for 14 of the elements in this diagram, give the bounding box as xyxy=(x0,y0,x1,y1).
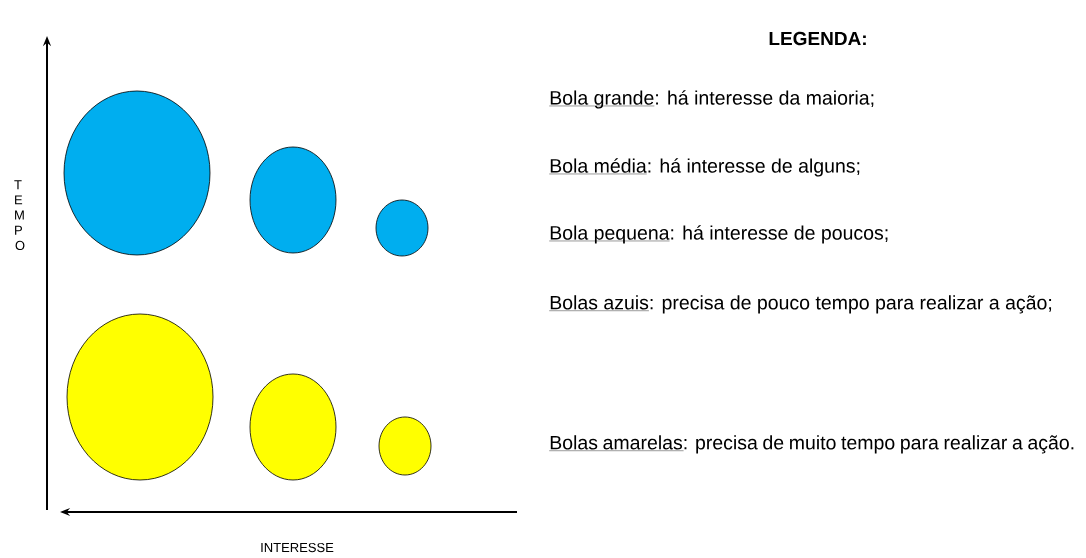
legend-item: Bola pequena: há interesse de poucos; xyxy=(549,225,888,244)
axis-label: INTERESSE xyxy=(261,542,334,553)
legend-item: Bolas azuis: precisa de pouco tempo para realizar a ação; xyxy=(549,295,1052,314)
circle xyxy=(375,199,429,257)
circle xyxy=(63,90,211,256)
legend-item: Bola média: há interesse de alguns; xyxy=(549,158,860,177)
legend-item: Bola grande: há interesse da maioria; xyxy=(549,90,874,109)
circle xyxy=(249,373,337,481)
circle xyxy=(249,146,337,254)
legend-title: LEGENDA: xyxy=(769,31,866,46)
circle xyxy=(378,416,432,476)
legend-item: Bolas amarelas: precisa de muito tempo para realizar a ação. xyxy=(549,435,1074,454)
axis-label: TEMPO xyxy=(14,180,25,251)
circle xyxy=(66,313,214,481)
